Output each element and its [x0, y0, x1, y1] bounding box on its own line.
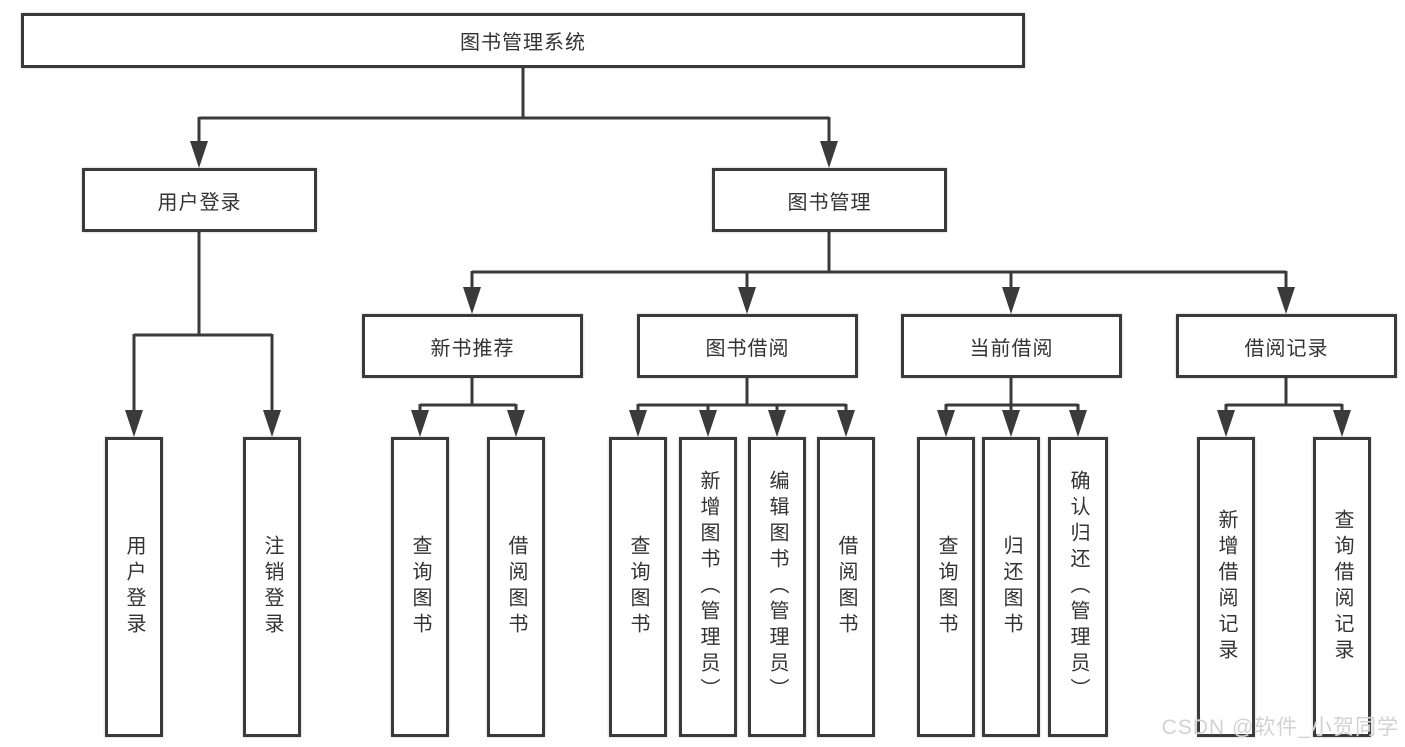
arrowhead: [1333, 410, 1351, 437]
node-label: 用户登录: [157, 191, 242, 214]
leaf-current-query-books: 查询图书: [917, 437, 975, 737]
leaf-logout: 注销登录: [243, 437, 301, 737]
arrowhead: [507, 410, 525, 437]
leaf-current-return-books: 归还图书: [982, 437, 1040, 737]
connector-book-borrow-to-leaves: [629, 378, 855, 437]
csdn-watermark: CSDN @软件_小贺同学: [1161, 716, 1399, 739]
node-library-management-system: 图书管理系统: [21, 13, 1025, 68]
connector-borrow-records-to-leaves: [1217, 378, 1351, 437]
arrowhead: [1277, 287, 1295, 314]
arrowhead: [768, 410, 786, 437]
node-label: 查询图书: [627, 535, 649, 639]
arrowhead: [1002, 410, 1020, 437]
arrowhead: [699, 410, 717, 437]
node-label: 查询图书: [935, 535, 957, 639]
leaf-records-query-record: 查询借阅记录: [1313, 437, 1371, 737]
node-label: 图书借阅: [705, 337, 790, 360]
leaf-borrow-edit-books-admin: 编辑图书（管理员）: [748, 437, 806, 737]
node-label: 编辑图书（管理员）: [766, 470, 788, 704]
arrowhead: [125, 410, 143, 437]
node-label: 图书管理: [787, 191, 872, 214]
arrowhead: [820, 141, 838, 168]
leaf-borrow-borrow-books: 借阅图书: [817, 437, 875, 737]
arrowhead: [837, 410, 855, 437]
node-label: 查询图书: [409, 535, 431, 639]
node-label: 借阅图书: [835, 535, 857, 639]
connector-user-login-to-leaves: [125, 232, 281, 437]
node-label: 新增借阅记录: [1215, 509, 1237, 665]
arrowhead: [937, 410, 955, 437]
arrowhead: [1069, 410, 1087, 437]
node-label: 新增图书（管理员）: [697, 470, 719, 704]
arrowhead: [738, 287, 756, 314]
node-label: 借阅图书: [505, 535, 527, 639]
leaf-records-add-record: 新增借阅记录: [1197, 437, 1255, 737]
node-label: 图书管理系统: [460, 32, 586, 54]
node-book-management: 图书管理: [712, 168, 947, 232]
arrowhead: [263, 410, 281, 437]
connector-current-borrow-to-leaves: [937, 378, 1087, 437]
node-label: 归还图书: [1000, 535, 1022, 639]
node-borrow-records: 借阅记录: [1176, 314, 1397, 378]
arrowhead: [629, 410, 647, 437]
connector-book-management-to-level2: [463, 232, 1295, 314]
node-label: 借阅记录: [1244, 337, 1329, 360]
leaf-current-confirm-return-admin: 确认归还（管理员）: [1048, 437, 1108, 737]
arrowhead: [463, 287, 481, 314]
node-book-borrow: 图书借阅: [637, 314, 858, 378]
leaf-borrow-add-books-admin: 新增图书（管理员）: [679, 437, 737, 737]
arrowhead: [1217, 410, 1235, 437]
leaf-borrow-query-books: 查询图书: [609, 437, 667, 737]
arrowhead: [1002, 287, 1020, 314]
node-new-book-recommend: 新书推荐: [362, 314, 583, 378]
leaf-recommend-query-books: 查询图书: [391, 437, 449, 737]
connector-root-to-level1: [190, 68, 838, 168]
node-label: 当前借阅: [969, 337, 1054, 360]
node-label: 注销登录: [261, 535, 283, 639]
arrowhead: [411, 410, 429, 437]
node-label: 新书推荐: [430, 337, 515, 360]
node-current-borrow: 当前借阅: [901, 314, 1122, 378]
node-label: 查询借阅记录: [1331, 509, 1353, 665]
node-label: 用户登录: [123, 535, 145, 639]
node-label: 确认归还（管理员）: [1067, 470, 1089, 704]
node-user-login: 用户登录: [82, 168, 317, 232]
leaf-recommend-borrow-books: 借阅图书: [487, 437, 545, 737]
leaf-user-login: 用户登录: [105, 437, 163, 737]
arrowhead: [190, 141, 208, 168]
connector-new-book-recommend-to-leaves: [411, 378, 525, 437]
